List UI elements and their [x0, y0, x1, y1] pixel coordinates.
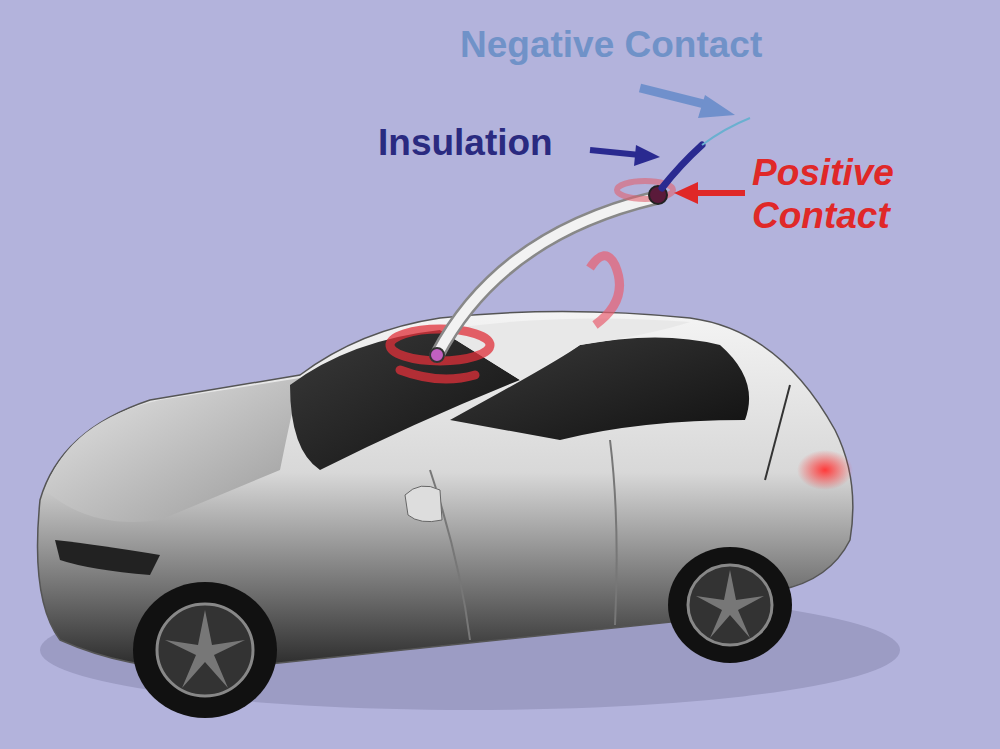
- pole: [437, 198, 655, 355]
- headlight: [55, 540, 160, 575]
- tail-light: [797, 450, 853, 490]
- rear-wheel: [668, 547, 792, 663]
- leader-arrow: [674, 182, 698, 204]
- car-roof: [440, 318, 690, 380]
- part-label: Insulation: [378, 122, 588, 165]
- leader-arrow: [634, 145, 660, 166]
- leader-arrow: [640, 88, 712, 106]
- pole-base: [430, 348, 444, 362]
- car-antenna: [765, 385, 790, 480]
- windshield: [290, 330, 520, 470]
- pole: [437, 198, 655, 355]
- leader-arrow: [695, 190, 745, 196]
- insulation-segment: [662, 145, 702, 188]
- part-label: Positive Contact: [752, 152, 952, 237]
- lift-arrow: [590, 256, 620, 325]
- car-hood: [45, 378, 300, 522]
- leader-arrow: [698, 95, 735, 118]
- part-label: Negative Contact: [460, 24, 820, 67]
- side-mirror: [405, 486, 442, 522]
- negative-contact-wire: [702, 118, 750, 145]
- front-wheel: [133, 582, 277, 718]
- door-line: [430, 440, 617, 640]
- leader-arrow: [590, 150, 640, 155]
